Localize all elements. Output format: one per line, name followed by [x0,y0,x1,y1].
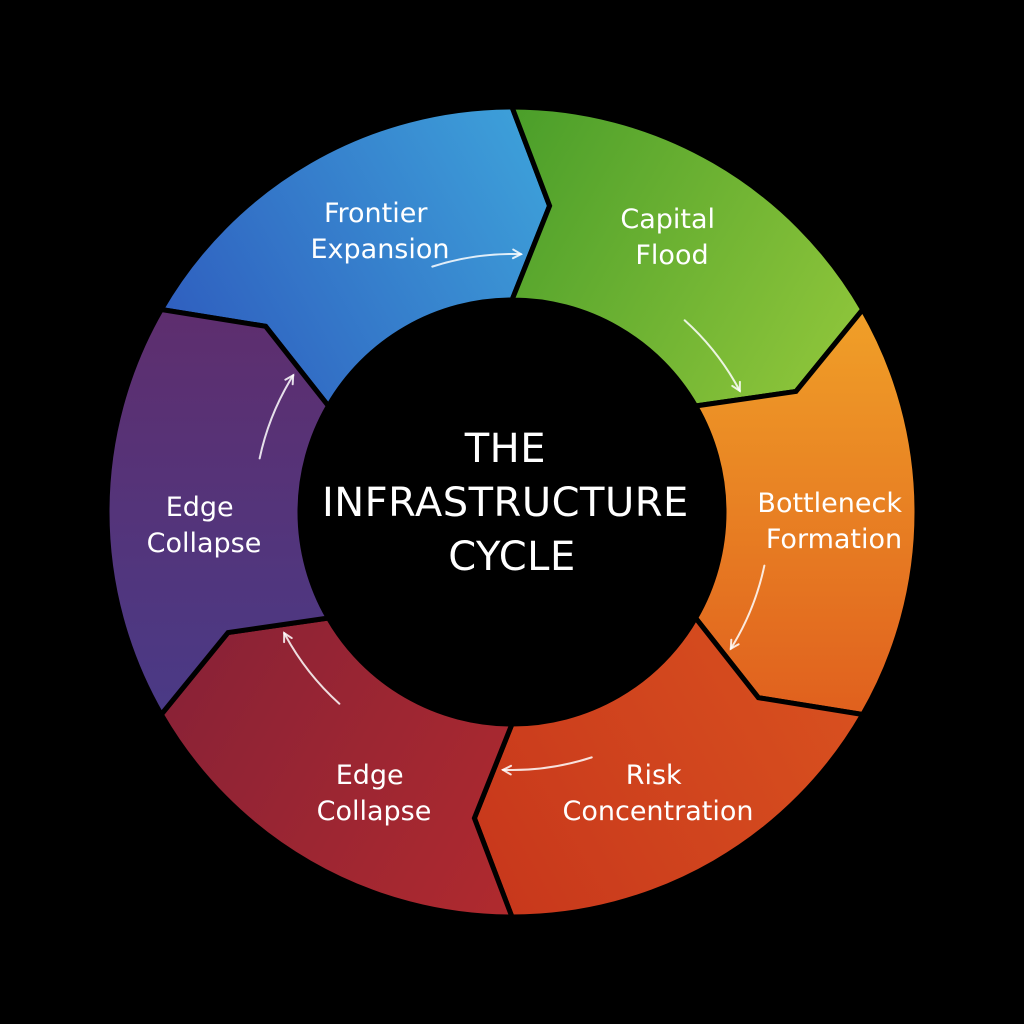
segment-label-risk-concentration: Risk Concentration [562,760,753,827]
flow-arrow-capital-flood [683,319,741,392]
segment-label-frontier-expansion: Frontier Expansion [310,198,449,265]
flow-arrow-risk-concentration [501,756,593,771]
segment-label-bottleneck-formation: Bottleneck Formation [757,488,910,555]
segment-label-edge-collapse-bottom: Edge Collapse [317,760,432,827]
flow-arrowhead-edge-collapse-left [284,373,295,386]
center-hole [300,300,724,724]
flow-arrow-edge-collapse-bottom [283,632,341,705]
flow-arrowhead-frontier-expansion [511,248,524,260]
flow-arrow-edge-collapse-left [258,374,295,460]
segment-label-capital-flood: Capital Flood [620,204,723,271]
flow-arrowhead-bottleneck-formation [729,638,740,651]
flow-arrowhead-capital-flood [731,380,741,393]
flow-arrowhead-risk-concentration [500,764,513,776]
flow-arrow-frontier-expansion [431,253,523,268]
page-title: THE INFRASTRUCTURE CYCLE [322,426,702,580]
segment-label-edge-collapse-left: Edge Collapse [147,492,262,559]
flow-arrow-bottleneck-formation [729,564,766,650]
flow-arrowhead-edge-collapse-bottom [283,631,293,644]
